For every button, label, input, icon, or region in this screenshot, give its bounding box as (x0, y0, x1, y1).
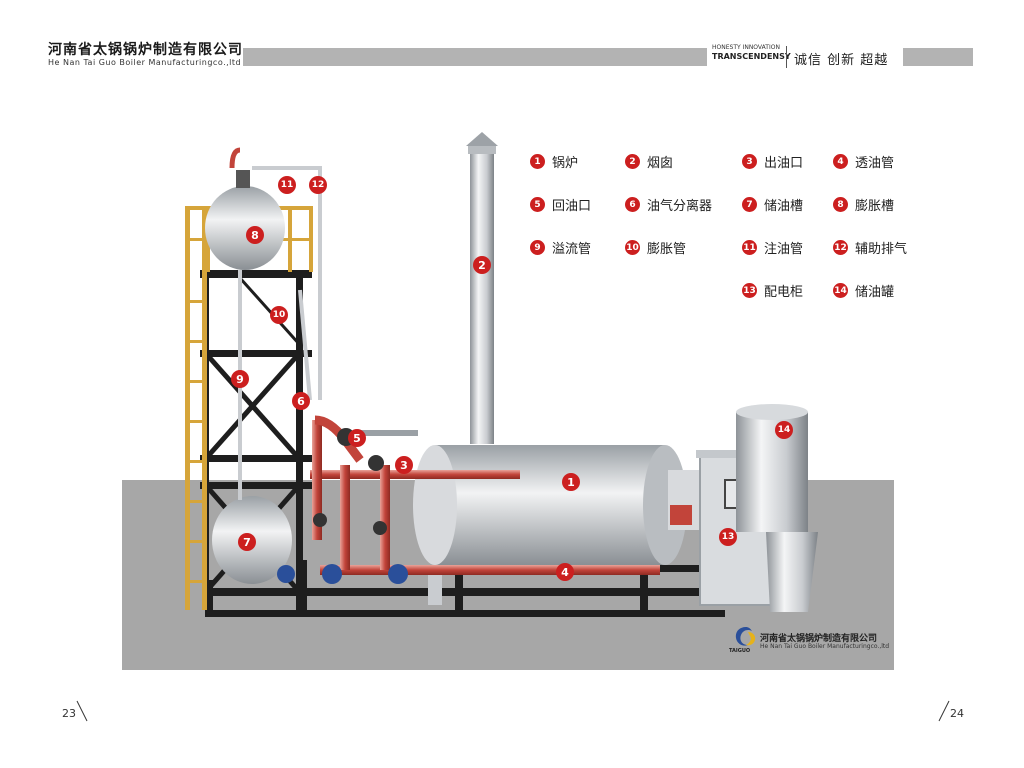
pumps (277, 564, 408, 584)
legend-number: 9 (530, 240, 545, 255)
page-number-left: 23 (62, 707, 76, 720)
footer-company-cn: 河南省太锅锅炉制造有限公司 (760, 634, 878, 644)
legend-item: 13 配电柜 (742, 281, 803, 300)
legend-number: 4 (833, 154, 848, 169)
legend-item: 5 回油口 (530, 195, 591, 214)
legend-number: 7 (742, 197, 757, 212)
marker-5: 5 (348, 429, 366, 447)
marker-2: 2 (473, 256, 491, 274)
legend-label: 储油槽 (764, 199, 804, 214)
motto-en-line2: TRANSCENDENSY (712, 52, 791, 61)
legend-number: 3 (742, 154, 757, 169)
legend-label: 注油管 (764, 242, 804, 257)
page-number-right-text: 24 (950, 707, 964, 720)
legend-label: 辅助排气 (855, 242, 908, 257)
legend-number: 6 (625, 197, 640, 212)
legend-number: 12 (833, 240, 848, 255)
legend-item: 4 透油管 (833, 152, 894, 171)
legend-number: 5 (530, 197, 545, 212)
oil-pipes (310, 415, 660, 575)
legend-item: 8 膨胀槽 (833, 195, 894, 214)
legend-label: 油气分离器 (647, 199, 713, 214)
legend-label: 储油罐 (855, 285, 895, 300)
legend-label: 透油管 (855, 156, 895, 171)
legend-label: 回油口 (552, 199, 592, 214)
legend-label: 出油口 (764, 156, 804, 171)
footer-logo-text: TAIGUO (729, 648, 751, 654)
marker-4: 4 (556, 563, 574, 581)
legend-label: 烟囱 (647, 156, 674, 171)
oil-drum (736, 404, 818, 612)
marker-7: 7 (238, 533, 256, 551)
header-bar-right (903, 48, 973, 66)
page-number-right: 24 (950, 707, 964, 720)
legend-item: 12 辅助排气 (833, 238, 907, 257)
marker-12: 12 (309, 176, 327, 194)
marker-8: 8 (246, 226, 264, 244)
header-separator (786, 46, 787, 68)
legend-item: 14 储油罐 (833, 281, 894, 300)
legend-number: 2 (625, 154, 640, 169)
header-brand: 河南省太锅锅炉制造有限公司 He Nan Tai Guo Boiler Manu… (48, 42, 243, 68)
legend-number: 8 (833, 197, 848, 212)
chimney (466, 132, 498, 444)
marker-9: 9 (231, 370, 249, 388)
legend-number: 1 (530, 154, 545, 169)
legend-item: 2 烟囱 (625, 152, 673, 171)
marker-1: 1 (562, 473, 580, 491)
legend-item: 9 溢流管 (530, 238, 591, 257)
marker-13: 13 (719, 528, 737, 546)
legend-item: 7 储油槽 (742, 195, 803, 214)
company-name-en: He Nan Tai Guo Boiler Manufacturingco.,l… (48, 58, 242, 67)
motto-en-line1: HONESTY INNOVATION (712, 44, 780, 51)
legend-label: 配电柜 (764, 285, 804, 300)
header-bar-left (243, 48, 707, 66)
legend-label: 溢流管 (552, 242, 592, 257)
page-slash-right (938, 700, 950, 722)
expansion-tank (205, 147, 285, 270)
legend-item: 11 注油管 (742, 238, 803, 257)
boiler-body (413, 445, 687, 605)
legend-number: 14 (833, 283, 848, 298)
legend-item: 10 膨胀管 (625, 238, 686, 257)
legend-number: 10 (625, 240, 640, 255)
page-number-left-text: 23 (62, 707, 76, 720)
legend-item: 3 出油口 (742, 152, 803, 171)
marker-14: 14 (775, 421, 793, 439)
legend-item: 6 油气分离器 (625, 195, 712, 214)
header-slogan: 诚信 创新 超越 (794, 53, 889, 68)
burner-box (670, 505, 692, 525)
legend-label: 膨胀槽 (855, 199, 895, 214)
marker-6: 6 (292, 392, 310, 410)
page-slash-left (76, 700, 88, 722)
marker-10: 10 (270, 306, 288, 324)
header-motto: HONESTY INNOVATION TRANSCENDENSY (712, 44, 791, 62)
legend-item: 1 锅炉 (530, 152, 578, 171)
legend-label: 锅炉 (552, 156, 579, 171)
legend-number: 11 (742, 240, 757, 255)
marker-3: 3 (395, 456, 413, 474)
legend-label: 膨胀管 (647, 242, 687, 257)
legend-number: 13 (742, 283, 757, 298)
company-logo-icon (735, 627, 756, 646)
marker-11: 11 (278, 176, 296, 194)
footer-company-en: He Nan Tai Guo Boiler Manufacturingco.,l… (760, 643, 890, 650)
company-name-cn: 河南省太锅锅炉制造有限公司 (48, 42, 243, 58)
